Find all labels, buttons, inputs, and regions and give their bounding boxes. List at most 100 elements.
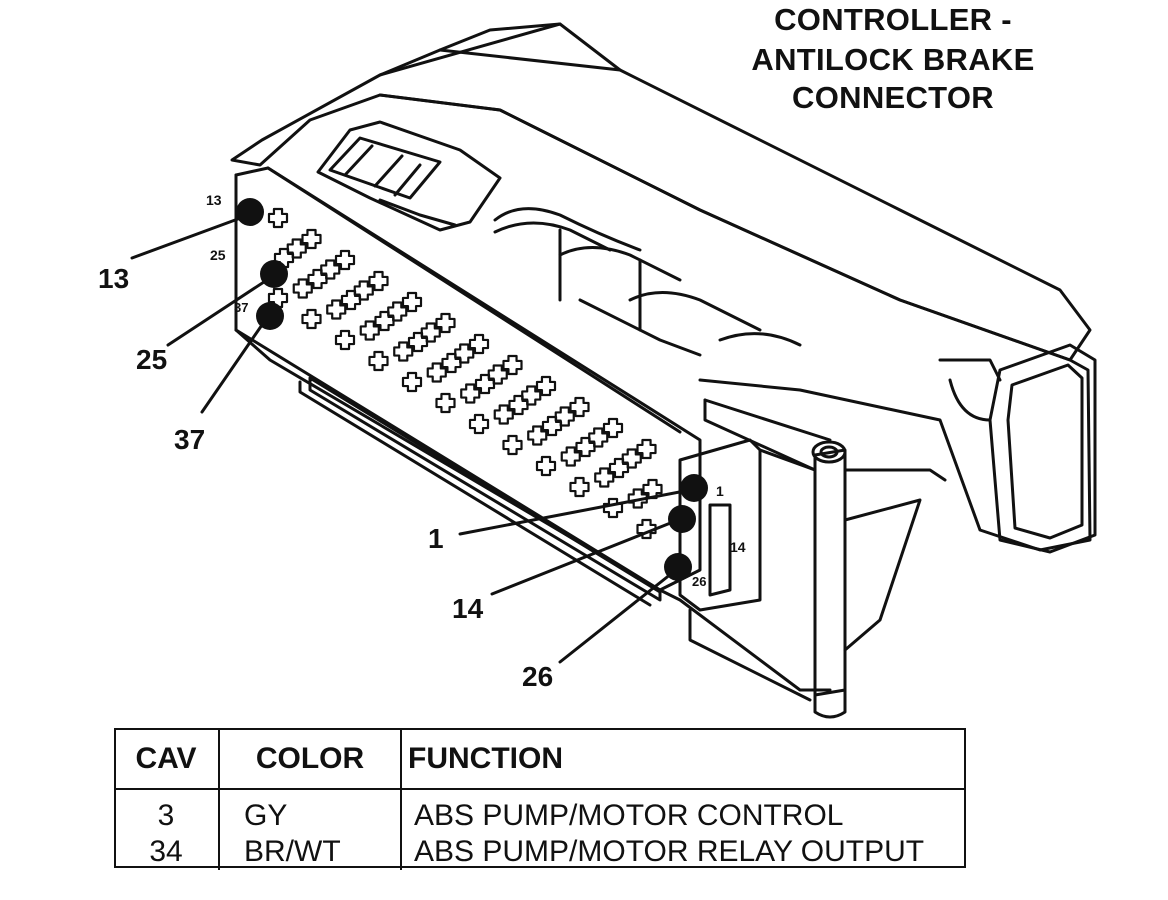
terminal-cavity	[541, 415, 563, 437]
front-face	[234, 166, 702, 592]
terminal-cavity	[426, 362, 447, 383]
terminal-cavity	[267, 287, 289, 309]
callout-26: 26	[522, 661, 554, 692]
housing-top	[230, 22, 1092, 362]
terminal-cavity	[487, 364, 508, 385]
terminal-cavity	[435, 392, 456, 414]
terminal-cavity	[602, 497, 624, 519]
wiring-table: CAV COLOR FUNCTION 3 GY ABS PUMP/MOTOR C…	[114, 730, 966, 870]
housing-top-edge	[378, 22, 562, 77]
terminal-cavity	[334, 249, 356, 271]
pin-37-dot	[256, 302, 284, 330]
pin-mark-1: 1	[716, 483, 724, 499]
terminal-cavity	[569, 476, 590, 498]
pin-mark-25: 25	[210, 247, 226, 263]
terminal-cavity	[334, 329, 356, 351]
terminal-cavity	[621, 448, 642, 469]
terminal-cavity	[435, 312, 456, 334]
header-cav: CAV	[114, 730, 219, 790]
terminal-cavity	[454, 343, 475, 364]
terminal-cavity	[535, 375, 557, 397]
cell-cav: 34	[149, 835, 183, 868]
pin-mark-13: 13	[206, 192, 222, 208]
terminal-cavity	[267, 207, 289, 229]
cell-cav: 3	[157, 799, 175, 832]
callout-14: 14	[452, 593, 484, 624]
bottom-rail	[308, 376, 662, 602]
terminal-cavity	[502, 434, 523, 456]
terminal-cavity	[642, 478, 663, 500]
terminal-cavity	[359, 320, 380, 341]
cell-color: GY	[218, 789, 401, 834]
terminal-cavities	[267, 207, 663, 540]
terminal-cavity	[602, 417, 624, 439]
table-row: 3 GY ABS PUMP/MOTOR CONTROL	[114, 789, 966, 834]
terminal-cavity	[407, 331, 429, 353]
terminal-cavity	[521, 385, 542, 406]
terminal-cavity	[474, 373, 496, 395]
rear-port-inner	[1006, 363, 1084, 540]
callout-1: 1	[428, 523, 444, 554]
table-header-row: CAV COLOR FUNCTION	[114, 730, 966, 790]
terminal-cavity	[340, 289, 362, 311]
pin-25-dot	[260, 260, 288, 288]
header-function: FUNCTION	[400, 730, 966, 790]
terminal-cavity	[374, 310, 395, 332]
terminal-cavity	[527, 425, 548, 446]
latch	[316, 120, 502, 232]
connector-illustration: 13 25 37 1 14 26	[130, 22, 1097, 719]
table-row: 34 BR/WT ABS PUMP/MOTOR RELAY OUTPUT	[114, 834, 966, 870]
callout-25: 25	[136, 344, 168, 375]
terminal-cavity	[401, 371, 423, 393]
callout-13: 13	[98, 263, 130, 294]
callout-37: 37	[174, 424, 206, 455]
terminal-cavity	[301, 228, 322, 250]
terminal-cavity	[387, 301, 408, 322]
terminal-cavity	[560, 446, 581, 467]
terminal-cavity	[468, 333, 490, 355]
pin-13-dot	[236, 198, 264, 226]
terminal-cavity	[368, 270, 389, 292]
terminal-cavity	[508, 394, 529, 416]
terminal-cavity	[441, 352, 462, 374]
header-color: COLOR	[218, 730, 401, 790]
terminal-cavity	[393, 341, 414, 362]
terminal-cavity	[468, 413, 490, 435]
terminal-cavity	[292, 278, 313, 299]
terminal-cavity	[420, 322, 441, 343]
pin-mark-14: 14	[730, 539, 746, 555]
title-line-3: CONNECTOR	[792, 80, 994, 115]
pin-26-dot	[664, 553, 692, 581]
pin-1-dot	[680, 474, 708, 502]
cell-function: ABS PUMP/MOTOR RELAY OUTPUT	[400, 834, 966, 870]
terminal-cavity	[320, 259, 341, 280]
housing-body	[378, 93, 1092, 552]
terminal-cavity	[554, 406, 575, 427]
terminal-cavity	[493, 404, 514, 425]
terminal-cavity	[569, 396, 590, 418]
terminal-cavity	[368, 350, 389, 372]
terminal-cavity	[301, 308, 322, 330]
terminal-cavity	[535, 455, 557, 477]
callout-leaders	[130, 214, 692, 664]
terminal-cavity	[286, 238, 307, 259]
pin-dots	[236, 198, 708, 581]
terminal-cavity	[460, 383, 481, 404]
cell-color: BR/WT	[218, 834, 401, 870]
title-line-1: CONTROLLER -	[774, 2, 1012, 37]
terminal-cavity	[401, 291, 423, 313]
support-post	[813, 448, 847, 697]
terminal-cavity	[273, 247, 295, 269]
terminal-cavity	[588, 427, 609, 448]
pin-mark-37: 37	[234, 300, 248, 315]
pin-14-dot	[668, 505, 696, 533]
terminal-cavity	[575, 436, 596, 458]
terminal-cavity	[307, 268, 328, 290]
pin-mark-26: 26	[692, 574, 706, 589]
terminal-cavity	[326, 299, 347, 320]
cell-function: ABS PUMP/MOTOR CONTROL	[400, 789, 966, 834]
title-line-2: ANTILOCK BRAKE	[751, 42, 1035, 77]
terminal-cavity	[636, 518, 657, 540]
terminal-cavity	[636, 438, 657, 460]
